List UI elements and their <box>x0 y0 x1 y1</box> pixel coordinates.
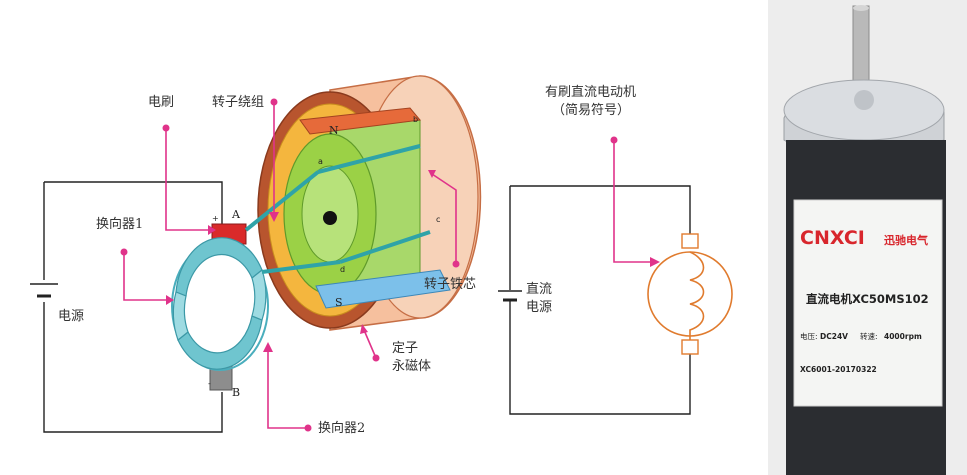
point-c-label: c <box>436 215 440 224</box>
product-serial: XC6001-20170322 <box>800 365 877 374</box>
symbol-circuit-wires <box>509 185 691 415</box>
rotor-winding-label: 转子绕组 <box>212 95 264 110</box>
commutator2-label: 换向器2 <box>318 420 365 436</box>
rotor-core-leader <box>428 170 460 268</box>
plus-label: + <box>212 214 219 223</box>
product-spec-speed-label: 转速: <box>860 331 878 341</box>
product-photo <box>768 0 967 475</box>
rotor-core <box>283 119 421 301</box>
terminal-a-label: A <box>231 208 241 221</box>
minus-label: - <box>208 379 211 388</box>
pole-n-label: N <box>329 124 339 137</box>
motor-symbol <box>647 233 733 355</box>
commutator1-label: 换向器1 <box>96 216 143 232</box>
symbol-power-line1: 直流 <box>526 282 552 297</box>
product-model: 直流电机XC50MS102 <box>806 292 929 306</box>
product-brand: CNXCI <box>800 227 865 249</box>
rotor-winding-wires <box>244 144 431 274</box>
commutator2-leader <box>263 342 312 432</box>
point-d-label: d <box>340 265 345 274</box>
left-circuit-wires <box>43 181 223 433</box>
product-spec-prefix: 电压: <box>800 331 818 341</box>
commutator-ring <box>171 237 269 371</box>
stator-magnet-leader <box>360 324 380 362</box>
product-brand-cn: 迅驰电气 <box>884 233 928 247</box>
point-b-label: b <box>413 115 418 124</box>
product-spec-speed: 4000rpm <box>884 332 922 341</box>
product-spec-voltage: DC24V <box>820 332 848 341</box>
symbol-title-line2: （简易符号） <box>552 102 630 118</box>
battery-symbol-left <box>30 283 58 298</box>
symbol-title-line1: 有刷直流电动机 <box>545 85 636 100</box>
rotor-winding-leader <box>269 98 279 222</box>
point-a-label: a <box>318 157 323 166</box>
commutator1-leader <box>120 248 174 305</box>
symbol-leader <box>610 136 660 267</box>
brush-leader <box>162 124 216 235</box>
rotor-core-label: 转子铁芯 <box>424 277 476 292</box>
symbol-power-line2: 电源 <box>526 300 552 315</box>
power-label-left: 电源 <box>58 309 84 324</box>
brush-label: 电刷 <box>148 95 174 110</box>
stator-magnet-label-line2: 永磁体 <box>392 359 431 374</box>
pole-s-label: S <box>335 296 343 309</box>
stator-magnet-s <box>315 269 451 309</box>
stator-magnet-label-line1: 定子 <box>392 341 418 356</box>
terminal-b-label: B <box>232 386 240 399</box>
stator-magnet-n <box>299 107 421 135</box>
battery-symbol-middle <box>498 290 522 302</box>
